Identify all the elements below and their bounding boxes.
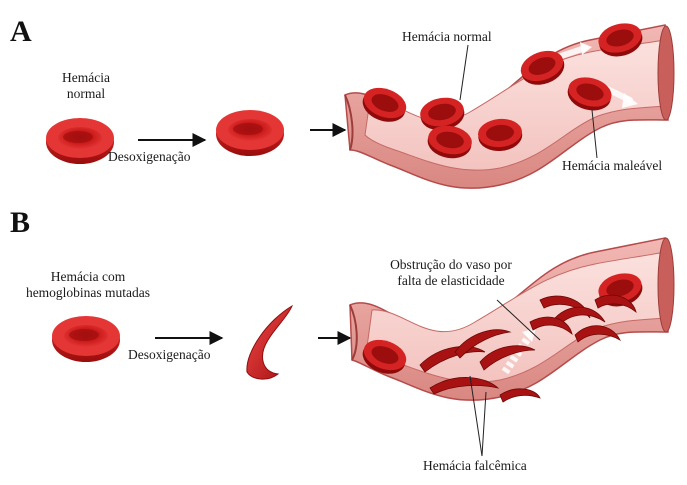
leader-line-normal (460, 45, 468, 100)
obstruction-label: Obstrução do vaso por falta de elasticid… (366, 257, 536, 289)
vessel-malleable-cell-label: Hemácia maleável (562, 158, 662, 174)
obstruction-label-line2: falta de elasticidade (366, 273, 536, 289)
deoxygenation-label-b: Desoxigenação (128, 347, 210, 363)
normal-red-blood-cell (46, 118, 114, 164)
mutated-cell-label: Hemácia com hemoglobinas mutadas (8, 269, 168, 301)
sickle-cell (247, 306, 292, 379)
deoxygenated-red-blood-cell (216, 110, 284, 156)
deoxygenation-label-a: Desoxigenação (108, 149, 190, 165)
mutated-cell-label-line1: Hemácia com (8, 269, 168, 285)
vessel-normal-cell-label: Hemácia normal (402, 29, 492, 45)
normal-cell-label: Hemácia normal (46, 70, 126, 102)
normal-cell-label-line2: normal (46, 86, 126, 102)
mutated-cell-label-line2: hemoglobinas mutadas (8, 285, 168, 301)
panel-a-letter: A (10, 15, 32, 49)
obstruction-label-line1: Obstrução do vaso por (366, 257, 536, 273)
sickle-cell-label: Hemácia falcêmica (423, 458, 527, 474)
panel-b-letter: B (10, 206, 30, 240)
mutated-red-blood-cell (52, 316, 120, 362)
leader-line-sickle-2 (482, 392, 486, 456)
normal-cell-label-line1: Hemácia (46, 70, 126, 86)
